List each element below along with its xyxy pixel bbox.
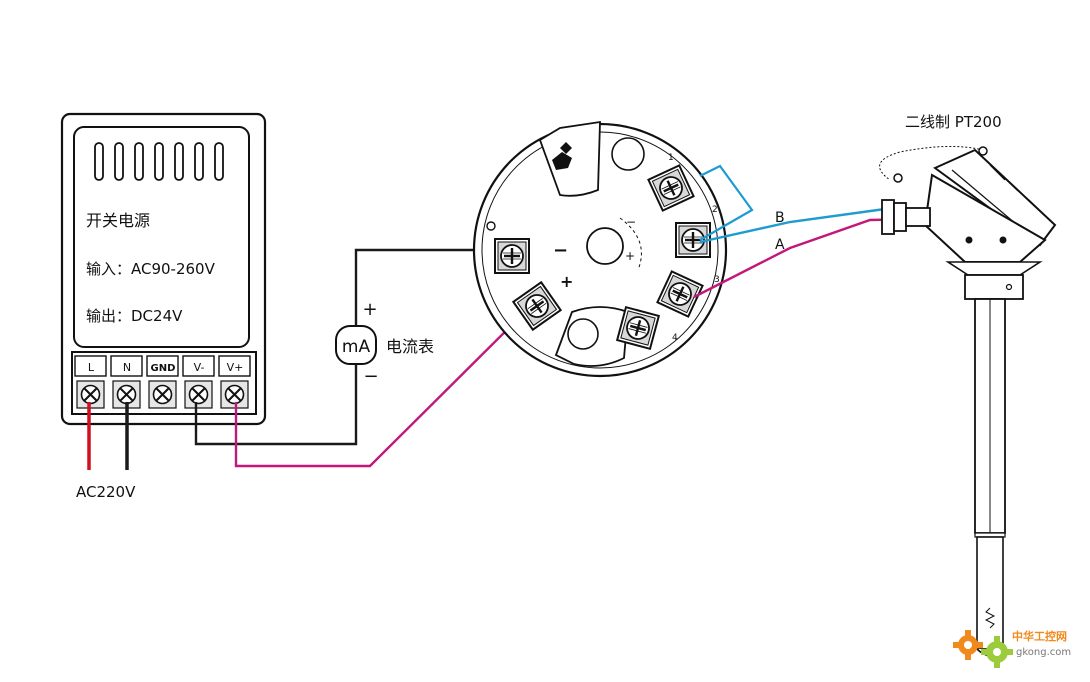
- terminal-label-l: L: [88, 361, 95, 374]
- transmitter-terminal-4: [615, 305, 661, 351]
- transmitter-terminal-number-3: 3: [714, 275, 720, 285]
- sensor-element-icon: [984, 607, 996, 629]
- terminal-label-v-minus: V-: [194, 361, 205, 374]
- transmitter-inner-plus: +: [625, 249, 635, 263]
- power-supply-front-panel: [73, 126, 250, 348]
- ammeter-name: 电流表: [386, 337, 434, 356]
- transmitter-inner-minus: −: [626, 215, 636, 229]
- watermark: 中华工控网 gkong.com: [953, 629, 1071, 668]
- terminal-label-v-plus: V+: [227, 361, 244, 374]
- sensor-title: 二线制 PT200: [905, 113, 1002, 131]
- sensor-chain: [879, 145, 984, 181]
- power-supply: 开关电源 输入：AC90-260V 输出：DC24V L N GND V- V+: [60, 112, 267, 426]
- wire-a: [693, 216, 970, 299]
- wire-b-label: B: [775, 210, 785, 226]
- gear-icon: [953, 630, 1013, 668]
- transmitter-logo-icon: [552, 142, 572, 170]
- vent-slots: [94, 142, 224, 181]
- wire-blue-jumper: [699, 164, 754, 241]
- transmitter-terminal-number-4: 4: [672, 333, 678, 343]
- rtd-sensor: 二线制 PT200: [879, 113, 1057, 657]
- terminal-screws: [76, 380, 249, 409]
- ammeter: mA + − 电流表: [335, 299, 434, 387]
- power-supply-output-spec: 输出：DC24V: [86, 307, 183, 325]
- wire-a-label: A: [775, 237, 785, 253]
- wire-black-loop: [194, 248, 494, 446]
- transmitter-output-plus: +: [560, 272, 573, 291]
- ammeter-minus: −: [363, 366, 378, 387]
- power-supply-input-spec: 输入：AC90-260V: [86, 260, 216, 278]
- terminal-label-n: N: [123, 361, 131, 374]
- mains-label: AC220V: [76, 483, 136, 501]
- transmitter-output-minus: −: [553, 240, 568, 261]
- transmitter-center-hole: [586, 227, 624, 265]
- sensor-probe: [976, 536, 1004, 650]
- watermark-url: gkong.com: [1016, 647, 1071, 658]
- transmitter-top-hole: [611, 137, 645, 171]
- terminal-label-gnd: GND: [151, 363, 176, 374]
- temperature-transmitter: − + 1 2 3 4 − +: [472, 120, 728, 378]
- sensor-neck: [964, 274, 1024, 300]
- ammeter-body: [335, 325, 377, 365]
- power-supply-title: 开关电源: [86, 211, 150, 230]
- wire-magenta-loop: [234, 304, 533, 468]
- transmitter-terminal-number-2: 2: [712, 205, 718, 215]
- ammeter-plus: +: [362, 299, 377, 320]
- transmitter-mount-hole: [486, 221, 496, 231]
- terminal-label-boxes: [74, 355, 251, 377]
- watermark-brand: 中华工控网: [1012, 629, 1067, 643]
- sensor-gland-nut: [881, 199, 895, 235]
- ammeter-symbol: mA: [342, 337, 371, 357]
- transmitter-terminal-minus: [493, 237, 531, 275]
- transmitter-terminal-number-1: 1: [668, 153, 674, 163]
- transmitter-bottom-hole: [567, 318, 599, 350]
